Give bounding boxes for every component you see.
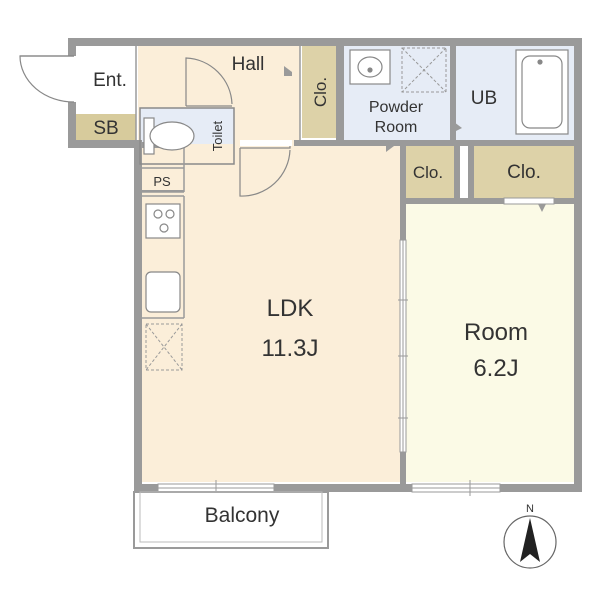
- balcony-label: Balcony: [205, 504, 280, 527]
- powder-room-label-1: Powder: [369, 99, 424, 116]
- ldk-label: LDK: [267, 295, 314, 322]
- room-closet: [474, 146, 574, 198]
- powder-room-label-2: Room: [375, 119, 418, 136]
- hall-closet: [302, 46, 338, 138]
- fridge-space: [145, 323, 183, 371]
- bathtub: [515, 49, 569, 135]
- kitchen-sink: [145, 271, 181, 313]
- room-label: Room: [464, 319, 528, 346]
- washbasin: [349, 49, 391, 85]
- entrance-floor: [76, 44, 136, 114]
- closet-small-label: Clo.: [413, 163, 443, 182]
- washing-machine-space: [401, 47, 447, 93]
- ldk-size: 11.3J: [262, 335, 319, 362]
- door-marks: [284, 66, 546, 212]
- closet-room-label: Clo.: [507, 162, 541, 183]
- entrance-label: Ent.: [93, 70, 127, 91]
- ldk-floor: [142, 144, 402, 482]
- compass-icon: N: [503, 503, 557, 569]
- room-floor: [406, 202, 574, 482]
- sliding-partition: [398, 239, 408, 453]
- shoe-box: [76, 114, 136, 140]
- shoe-box-label: SB: [93, 118, 118, 139]
- toilet-fixture: [143, 117, 195, 155]
- compass-north-label: N: [526, 503, 534, 515]
- hall-door: [185, 57, 233, 106]
- closet-hall-label: Clo.: [311, 77, 330, 107]
- ldk-door: [239, 146, 291, 197]
- small-closet: [404, 146, 454, 198]
- toilet-label: Toilet: [210, 120, 225, 151]
- pipe-space-label: PS: [153, 174, 171, 189]
- hall-label: Hall: [232, 54, 265, 75]
- unit-bath-label: UB: [471, 88, 497, 109]
- entrance-door: [19, 55, 75, 103]
- room-size: 6.2J: [473, 355, 518, 382]
- entrance-door-gap: [68, 56, 76, 102]
- kitchen-stove: [145, 203, 181, 239]
- balcony: [133, 491, 329, 549]
